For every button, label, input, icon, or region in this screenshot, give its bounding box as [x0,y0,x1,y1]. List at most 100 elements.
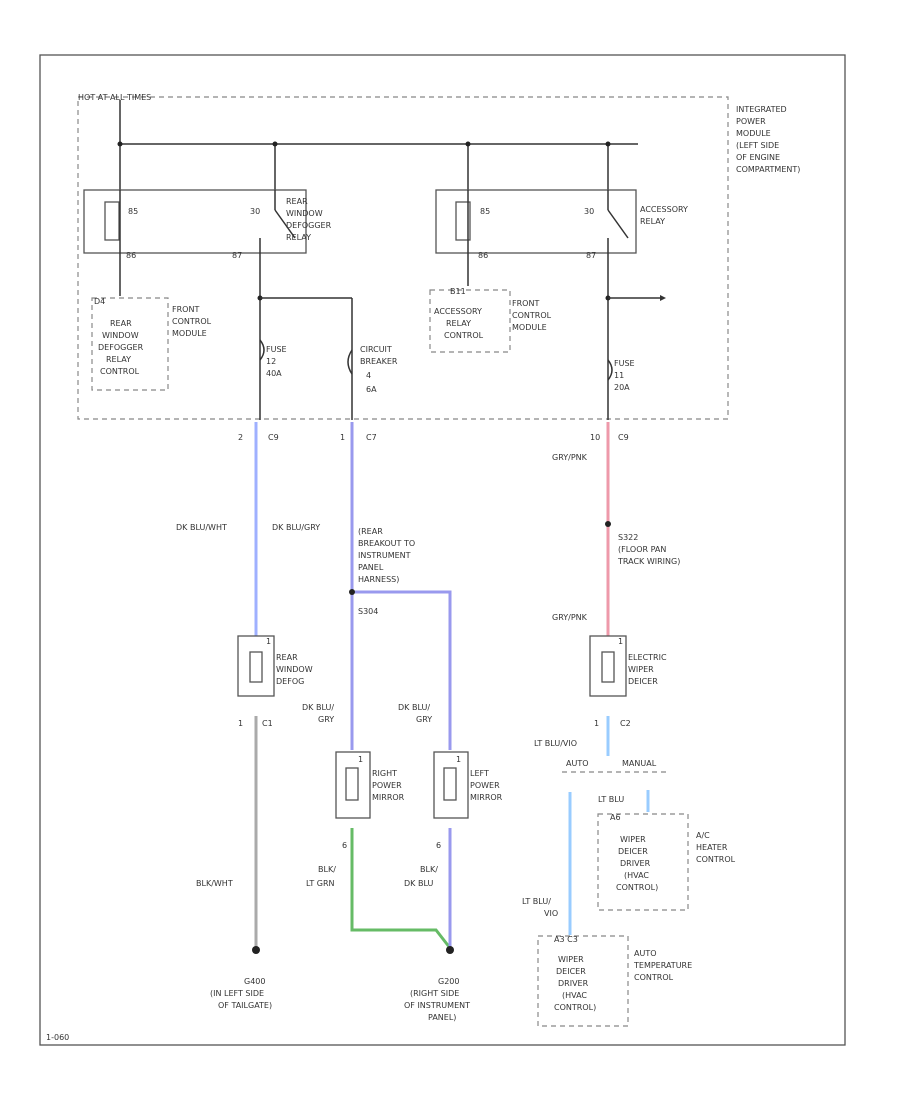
svg-text:12: 12 [266,357,276,366]
svg-text:CONTROL: CONTROL [512,311,552,320]
svg-text:POWER: POWER [736,117,766,126]
svg-text:S304: S304 [358,607,378,616]
svg-text:RELAY: RELAY [446,319,471,328]
svg-text:1: 1 [618,637,623,646]
svg-text:6A: 6A [366,385,377,394]
svg-text:WINDOW: WINDOW [286,209,323,218]
rear-defogger-relay: 85 30 86 87 REAR WINDOW DEFOGGER RELAY [83,189,332,260]
svg-text:10: 10 [590,433,600,442]
svg-text:ACCESSORY: ACCESSORY [640,205,688,214]
svg-text:A3 C3: A3 C3 [554,935,578,944]
svg-text:MIRROR: MIRROR [470,793,503,802]
svg-text:RIGHT: RIGHT [372,769,397,778]
connector-c9-left: 2 C9 [238,433,279,442]
svg-text:20A: 20A [614,383,630,392]
label-gry-pnk-bottom: GRY/PNK [552,613,588,622]
svg-text:CONTROL): CONTROL) [554,1003,596,1012]
svg-text:11: 11 [614,371,624,380]
svg-text:(REAR: (REAR [358,527,383,536]
svg-text:DEFOGGER: DEFOGGER [98,343,144,352]
svg-text:TEMPERATURE: TEMPERATURE [633,961,692,970]
auto-temperature-control-module: A3 C3 WIPER DEICER DRIVER (HVAC CONTROL)… [537,935,692,1027]
svg-text:WINDOW: WINDOW [102,331,139,340]
circuit-breaker: CIRCUIT BREAKER 4 6A [347,345,398,394]
hvac-control-module: A6 WIPER DEICER DRIVER (HVAC CONTROL) A/… [597,813,736,911]
svg-text:RELAY: RELAY [106,355,131,364]
svg-text:BREAKOUT TO: BREAKOUT TO [358,539,415,548]
label-blk-wht: BLK/WHT [196,879,233,888]
svg-text:WINDOW: WINDOW [276,665,313,674]
svg-text:C9: C9 [618,433,629,442]
svg-text:REAR: REAR [110,319,132,328]
svg-text:WIPER: WIPER [628,665,654,674]
svg-text:COMPARTMENT): COMPARTMENT) [736,165,800,174]
connector-c1: 1 C1 [238,719,273,728]
svg-text:ACCESSORY: ACCESSORY [434,307,482,316]
svg-text:DK BLU: DK BLU [404,879,433,888]
svg-text:6: 6 [342,841,347,850]
svg-text:1: 1 [266,637,271,646]
svg-text:85: 85 [128,207,138,216]
fuse-11: FUSE 11 20A [607,359,635,392]
svg-text:DRIVER: DRIVER [620,859,651,868]
svg-text:MODULE: MODULE [172,329,207,338]
svg-text:2: 2 [238,433,243,442]
svg-text:TRACK WIRING): TRACK WIRING) [617,557,680,566]
svg-text:86: 86 [478,251,488,260]
svg-text:B11: B11 [450,287,466,296]
accessory-relay: 85 30 86 87 ACCESSORY RELAY [435,189,688,260]
svg-text:DEICER: DEICER [556,967,586,976]
svg-text:87: 87 [586,251,596,260]
ground-g200: G200 (RIGHT SIDE OF INSTRUMENT PANEL) [404,946,470,1022]
auto-manual-switch: AUTO MANUAL [562,759,668,773]
svg-text:HARNESS): HARNESS) [358,575,399,584]
svg-text:REAR: REAR [276,653,298,662]
svg-text:REAR: REAR [286,197,308,206]
svg-text:(FLOOR PAN: (FLOOR PAN [618,545,666,554]
svg-text:DK BLU/: DK BLU/ [302,703,334,712]
svg-text:C2: C2 [620,719,631,728]
label-dk-blu-gry-right: DK BLU/ GRY [302,703,334,724]
svg-text:DRIVER: DRIVER [558,979,589,988]
svg-text:GRY: GRY [416,715,432,724]
svg-text:BREAKER: BREAKER [360,357,398,366]
front-control-module-right: B11 ACCESSORY RELAY CONTROL FRONT CONTRO… [429,253,552,353]
svg-text:LT GRN: LT GRN [306,879,335,888]
connector-c9-right: 10 C9 [590,433,629,442]
connector-c7: 1 C7 [340,433,377,442]
svg-text:POWER: POWER [470,781,500,790]
svg-text:85: 85 [480,207,490,216]
svg-text:C7: C7 [366,433,377,442]
svg-text:WIPER: WIPER [558,955,584,964]
hot-at-all-times-label: HOT AT ALL TIMES [78,93,151,102]
ground-g400: G400 (IN LEFT SIDE OF TAILGATE) [210,946,272,1010]
svg-text:CONTROL: CONTROL [100,367,140,376]
svg-text:(LEFT SIDE: (LEFT SIDE [736,141,779,150]
svg-text:FUSE: FUSE [266,345,287,354]
svg-text:AUTO: AUTO [566,759,589,768]
svg-text:CONTROL: CONTROL [172,317,212,326]
svg-text:OF INSTRUMENT: OF INSTRUMENT [404,1001,470,1010]
label-blk-lt-grn: BLK/ LT GRN [306,865,336,888]
svg-text:4: 4 [366,371,371,380]
svg-text:BLK/: BLK/ [420,865,438,874]
svg-text:1: 1 [358,755,363,764]
svg-text:G200: G200 [438,977,459,986]
svg-text:G400: G400 [244,977,265,986]
svg-text:CONTROL: CONTROL [634,973,674,982]
ipm-label: INTEGRATED POWER MODULE (LEFT SIDE OF EN… [736,105,800,174]
svg-text:1: 1 [238,719,243,728]
svg-text:RELAY: RELAY [286,233,311,242]
label-gry-pnk-top: GRY/PNK [552,453,588,462]
splice-s322: S322 (FLOOR PAN TRACK WIRING) [605,521,680,566]
svg-text:DEICER: DEICER [618,847,648,856]
svg-text:LEFT: LEFT [470,769,489,778]
svg-text:HEATER: HEATER [696,843,728,852]
svg-text:1: 1 [340,433,345,442]
ipm-outline [77,96,729,420]
svg-text:MODULE: MODULE [736,129,771,138]
page-frame [39,54,846,1046]
svg-text:MANUAL: MANUAL [622,759,657,768]
svg-text:DK BLU/: DK BLU/ [398,703,430,712]
